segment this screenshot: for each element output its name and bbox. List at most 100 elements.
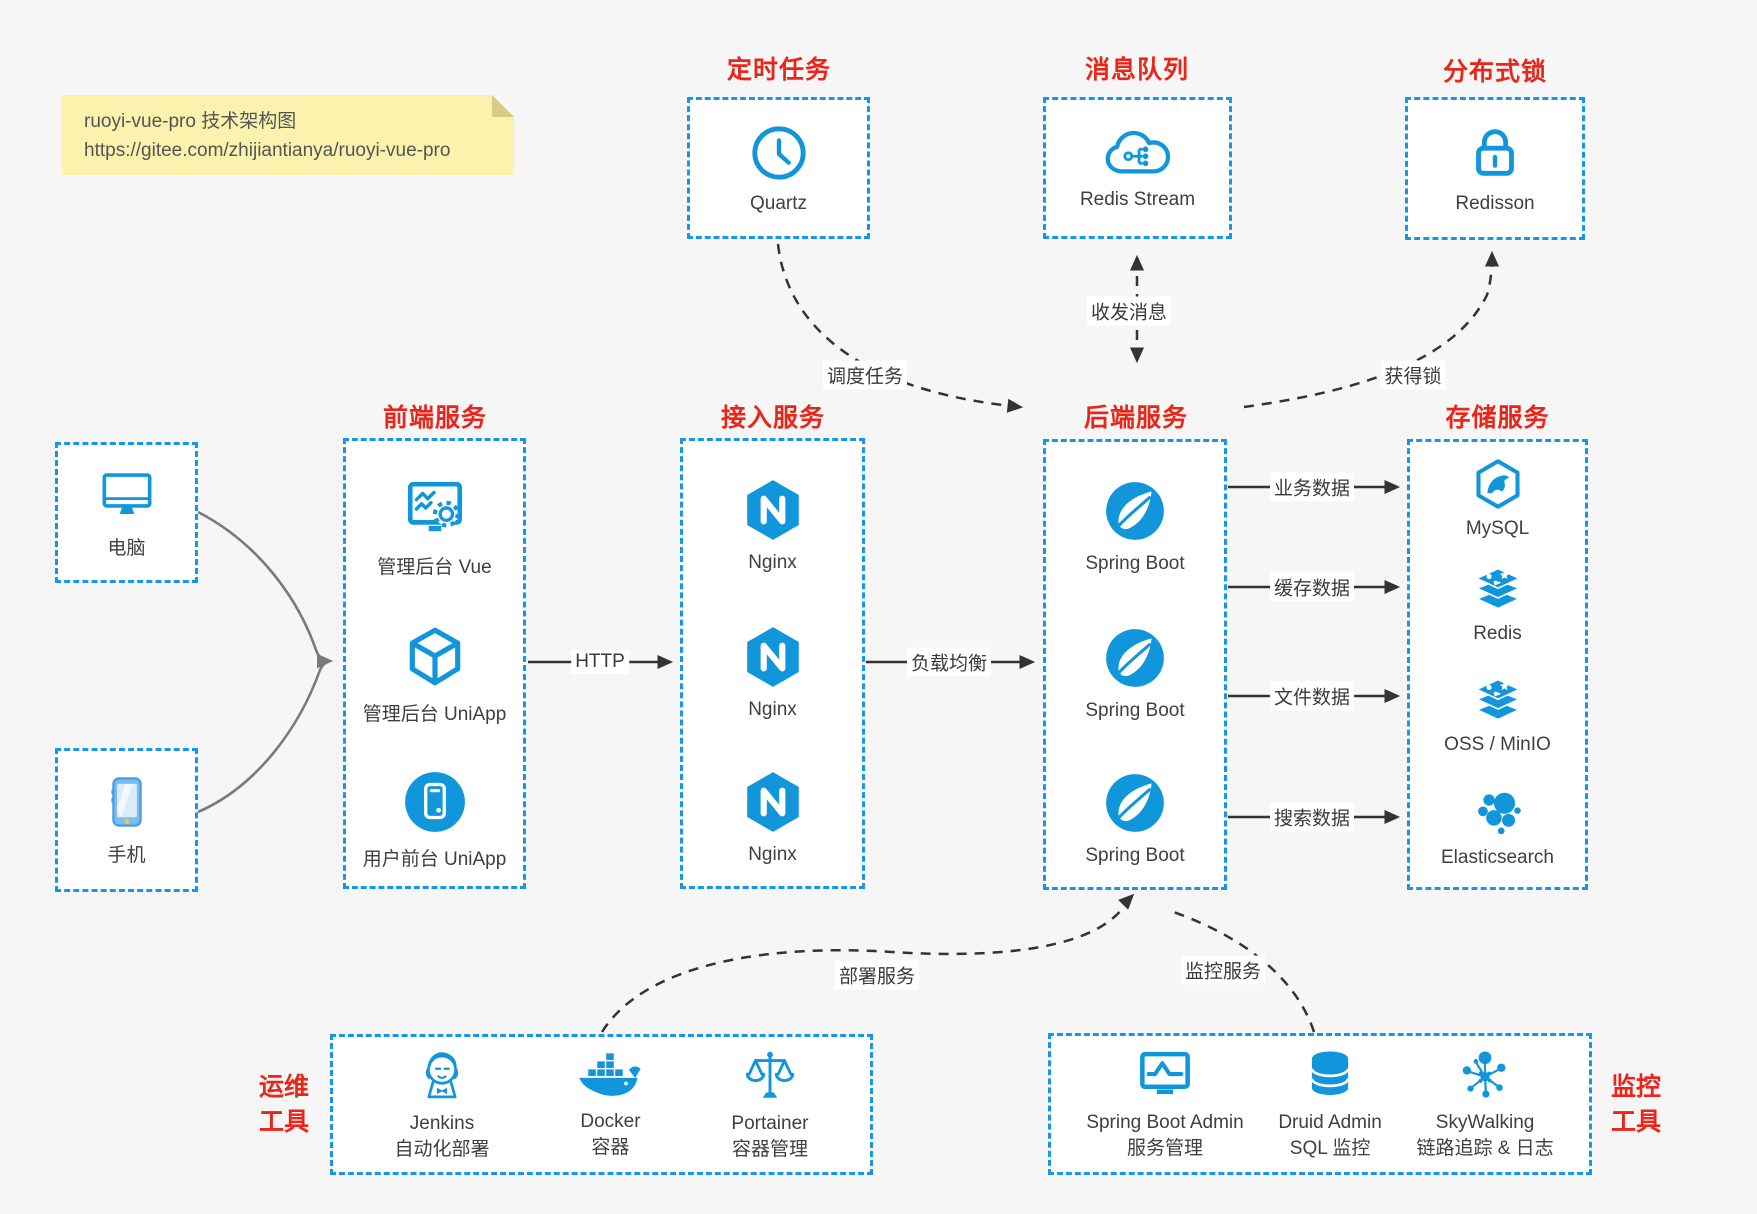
- edge-label-send-receive-msg: 收发消息: [1086, 296, 1172, 326]
- tool-name: Docker: [580, 1110, 641, 1132]
- clock-icon: [748, 122, 810, 184]
- edge-label-file-data: 文件数据: [1269, 681, 1355, 711]
- spring-boot-icon: [1102, 770, 1168, 836]
- spring-boot-admin-icon: [1136, 1046, 1194, 1104]
- redis-stack-icon: [1472, 674, 1524, 726]
- edge-label-http: HTTP: [571, 650, 629, 674]
- jenkins-icon: [413, 1047, 471, 1105]
- group-title-lock: 分布式锁: [1442, 58, 1547, 86]
- edge-phone-frontend: [197, 659, 331, 814]
- elasticsearch-icon: [1472, 787, 1524, 839]
- box-scheduler: Quartz: [687, 97, 870, 239]
- tool-desc: 容器管理: [731, 1138, 808, 1160]
- group-title-backend: 后端服务: [1083, 404, 1188, 432]
- item-label: Spring Boot: [1085, 553, 1185, 574]
- storage-item-redis: Redis: [1410, 563, 1585, 645]
- edge-label-load-balance: 负载均衡: [906, 647, 992, 677]
- box-phone: 手机: [55, 748, 198, 892]
- group-title-storage: 存储服务: [1445, 404, 1550, 432]
- client-label-computer: 电脑: [107, 537, 146, 559]
- item-label: MySQL: [1465, 518, 1530, 539]
- gateway-item-nginx-1: Nginx: [683, 477, 862, 574]
- spring-boot-icon: [1102, 478, 1168, 544]
- ops-title-line1: 运维: [258, 1073, 309, 1101]
- spring-boot-icon: [1102, 625, 1168, 691]
- edge-label-schedule-job: 调度任务: [822, 360, 908, 390]
- item-label: OSS / MinIO: [1444, 734, 1551, 755]
- group-title-monitoring: 监控 工具: [1604, 1070, 1668, 1140]
- box-computer: 电脑: [55, 442, 198, 583]
- mysql-icon: [1472, 458, 1524, 510]
- ops-item-jenkins: Jenkins 自动化部署: [394, 1047, 489, 1163]
- tool-desc: 容器: [591, 1136, 630, 1158]
- docker-icon: [576, 1049, 644, 1103]
- tool-desc: 链路追踪 & 日志: [1416, 1138, 1554, 1159]
- storage-item-elasticsearch: Elasticsearch: [1410, 787, 1585, 869]
- group-title-scheduler: 定时任务: [726, 56, 831, 84]
- edge-label-search-data: 搜索数据: [1269, 802, 1355, 832]
- tool-name: Spring Boot Admin: [1086, 1112, 1244, 1133]
- ops-title-line2: 工具: [258, 1108, 309, 1136]
- portainer-icon: [741, 1047, 799, 1105]
- storage-item-oss-minio: OSS / MinIO: [1410, 674, 1585, 756]
- nginx-icon: [740, 477, 806, 543]
- skywalking-icon: [1456, 1046, 1514, 1104]
- item-label: Nginx: [748, 844, 797, 865]
- item-label: 管理后台 UniApp: [362, 704, 507, 725]
- box-storage: MySQL Redis OSS / MinIO Elasticsearch: [1407, 439, 1588, 890]
- sticky-note: ruoyi-vue-pro 技术架构图 https://gitee.com/zh…: [62, 95, 514, 175]
- monitoring-title-line1: 监控: [1610, 1073, 1661, 1101]
- edge-acquire-lock: [1243, 250, 1500, 409]
- item-label: Redis: [1473, 623, 1522, 644]
- frontend-item-admin-uniapp: 管理后台 UniApp: [346, 624, 523, 726]
- storage-item-mysql: MySQL: [1410, 458, 1585, 540]
- gateway-item-nginx-2: Nginx: [683, 624, 862, 721]
- monitoring-item-druid: Druid Admin SQL 监控: [1278, 1046, 1382, 1162]
- edge-label-deploy-service: 部署服务: [834, 960, 920, 990]
- service-label-redisson: Redisson: [1455, 193, 1535, 214]
- tool-name: Portainer: [731, 1112, 809, 1134]
- item-label: Spring Boot: [1085, 845, 1185, 866]
- service-label-redis-stream: Redis Stream: [1079, 188, 1196, 210]
- item-label: Nginx: [748, 552, 797, 573]
- frontend-item-user-uniapp: 用户前台 UniApp: [346, 769, 523, 871]
- desktop-icon: [98, 466, 156, 524]
- box-frontend: 管理后台 Vue 管理后台 UniApp 用户前台 UniApp: [343, 438, 526, 889]
- cloud-hub-icon: [1102, 126, 1174, 180]
- tool-desc: SQL 监控: [1289, 1138, 1371, 1159]
- item-label: Elasticsearch: [1441, 847, 1554, 868]
- group-title-frontend: 前端服务: [382, 404, 487, 432]
- redis-stack-icon: [1472, 563, 1524, 615]
- ops-item-portainer: Portainer 容器管理: [731, 1047, 809, 1163]
- item-label: Nginx: [748, 699, 797, 720]
- item-label: 管理后台 Vue: [377, 557, 492, 578]
- lock-icon: [1464, 122, 1526, 184]
- smartphone-icon: [98, 773, 156, 831]
- edge-computer-frontend: [197, 510, 334, 669]
- edge-label-cache-data: 缓存数据: [1269, 572, 1355, 602]
- box-mq: Redis Stream: [1043, 97, 1232, 239]
- note-url: https://gitee.com/zhijiantianya/ruoyi-vu…: [84, 140, 451, 162]
- group-title-ops: 运维 工具: [252, 1070, 316, 1140]
- item-label: Spring Boot: [1085, 700, 1185, 721]
- gateway-item-nginx-3: Nginx: [683, 769, 862, 866]
- phone-circle-icon: [402, 769, 468, 835]
- client-label-phone: 手机: [107, 845, 146, 866]
- tool-desc: 服务管理: [1126, 1138, 1203, 1159]
- edge-label-monitor-service: 监控服务: [1180, 955, 1266, 985]
- nginx-icon: [740, 624, 806, 690]
- monitoring-title-line2: 工具: [1610, 1108, 1661, 1136]
- druid-database-icon: [1301, 1046, 1359, 1104]
- box-gateway: Nginx Nginx Nginx: [680, 438, 865, 889]
- service-label-quartz: Quartz: [749, 192, 808, 214]
- tool-name: SkyWalking: [1435, 1112, 1535, 1133]
- box-ops-tools: Jenkins 自动化部署 Docker 容器 Portainer 容器管理: [330, 1034, 873, 1175]
- nginx-icon: [740, 769, 806, 835]
- group-title-gateway: 接入服务: [720, 404, 825, 432]
- box-monitoring-tools: Spring Boot Admin 服务管理 Druid Admin SQL 监…: [1048, 1033, 1592, 1175]
- tool-desc: 自动化部署: [394, 1138, 490, 1160]
- tool-name: Druid Admin: [1278, 1112, 1382, 1133]
- note-title: ruoyi-vue-pro 技术架构图: [84, 111, 297, 132]
- box-backend: Spring Boot Spring Boot Spring Boot: [1043, 439, 1227, 890]
